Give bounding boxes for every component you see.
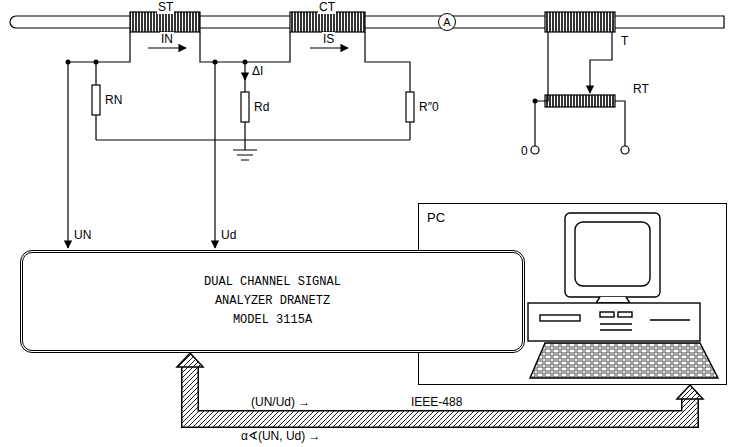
signal-wire [67,62,68,248]
wire [615,101,625,146]
current-arrow [310,47,348,48]
wire [365,32,410,140]
junction-dot [66,60,71,65]
resistor-label: R″0 [418,100,440,114]
ground-symbol [233,140,257,160]
st-coil [130,12,200,32]
resistor-symbol [406,92,414,122]
signal-name: (UN/Ud) → [250,395,311,409]
current-label: ΔI [251,64,264,78]
junction-dot [533,99,538,104]
bus-label: IEEE-488 [410,395,463,409]
busbar [10,16,724,28]
rt-coil [545,95,615,107]
analyzer-box: DUAL CHANNEL SIGNAL ANALYZER DRANETZ MOD… [20,250,525,353]
part-name: CT [318,0,336,14]
junction-dot [243,60,248,65]
drive-slot [540,315,580,321]
keyboard [530,343,718,378]
current-label: IS [322,32,335,46]
drive-slot [600,312,614,317]
t-coil [545,12,615,32]
wire [96,139,410,140]
system-unit [528,303,700,341]
arrow-head [677,385,703,399]
monitor-stand [596,297,630,303]
resistor-label: RN [104,93,123,107]
resistor-symbol [241,92,249,122]
unit-detail [600,320,690,330]
wire [68,32,130,62]
junction-dot [213,60,218,65]
current-label: IN [160,32,174,46]
wire [535,32,548,146]
resistor-symbol [92,85,100,115]
signal-name: UN [73,228,92,242]
current-arrow [244,62,245,80]
arrow-head [177,353,203,367]
signal-wire [214,62,215,248]
terminal [531,146,539,154]
bus-arrow-hatch [190,367,690,419]
terminal [621,146,629,154]
junction-dot [94,60,99,65]
drive-slot [618,312,632,317]
monitor [565,213,660,297]
part-name: ST [157,0,174,14]
bus-arrow-outline [190,367,690,419]
node-text: A [443,16,450,28]
terminal-label: 0 [520,144,529,158]
wire [200,32,290,62]
signal-name: Ud [220,228,237,242]
part-name: RT [632,82,650,96]
node-text: PC [427,210,445,226]
monitor-screen [575,222,650,286]
ammeter-circle: A [438,13,456,31]
slider-arrow [590,32,612,93]
node-text: DUAL CHANNEL SIGNAL ANALYZER DRANETZ MOD… [198,273,348,331]
resistor-label: Rd [253,100,270,114]
current-arrow [148,47,186,48]
bus-arrow [177,353,703,419]
part-name: T [620,34,629,48]
ct-coil [290,12,365,32]
signal-name: α∢(UN, Ud) → [240,429,322,443]
